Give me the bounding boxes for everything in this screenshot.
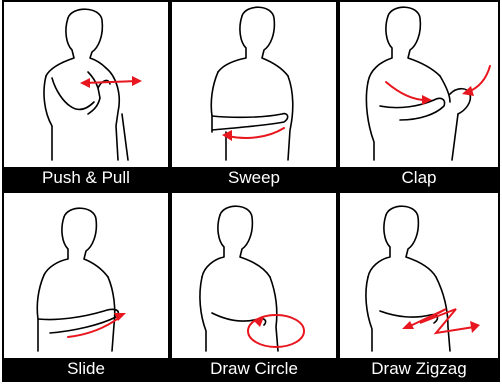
gesture-label-draw-zigzag: Draw Zigzag [340, 358, 498, 380]
draw-zigzag-illustration [340, 193, 498, 361]
gesture-label-push-pull: Push & Pull [4, 167, 168, 189]
draw-circle-illustration [172, 193, 336, 361]
gesture-label-draw-circle: Draw Circle [172, 358, 336, 380]
gesture-cell-slide: Slide [2, 191, 170, 382]
gesture-cell-sweep: Sweep [170, 0, 338, 191]
slide-illustration [4, 193, 168, 361]
sweep-illustration [172, 2, 336, 170]
gesture-cell-draw-zigzag: Draw Zigzag [338, 191, 500, 382]
gesture-cell-draw-circle: Draw Circle [170, 191, 338, 382]
gesture-cell-push-pull: Push & Pull [2, 0, 170, 191]
push-pull-arrow [84, 81, 138, 83]
draw-zigzag-arrow [408, 309, 474, 333]
sweep-arrow [228, 128, 284, 138]
clap-illustration [340, 2, 498, 170]
gesture-cell-clap: Clap [338, 0, 500, 191]
clap-arrow-left [386, 82, 426, 100]
gesture-label-clap: Clap [340, 167, 498, 189]
slide-arrow [68, 317, 120, 337]
gesture-label-sweep: Sweep [172, 167, 336, 189]
push-pull-illustration [4, 2, 168, 170]
gesture-label-slide: Slide [4, 358, 168, 380]
